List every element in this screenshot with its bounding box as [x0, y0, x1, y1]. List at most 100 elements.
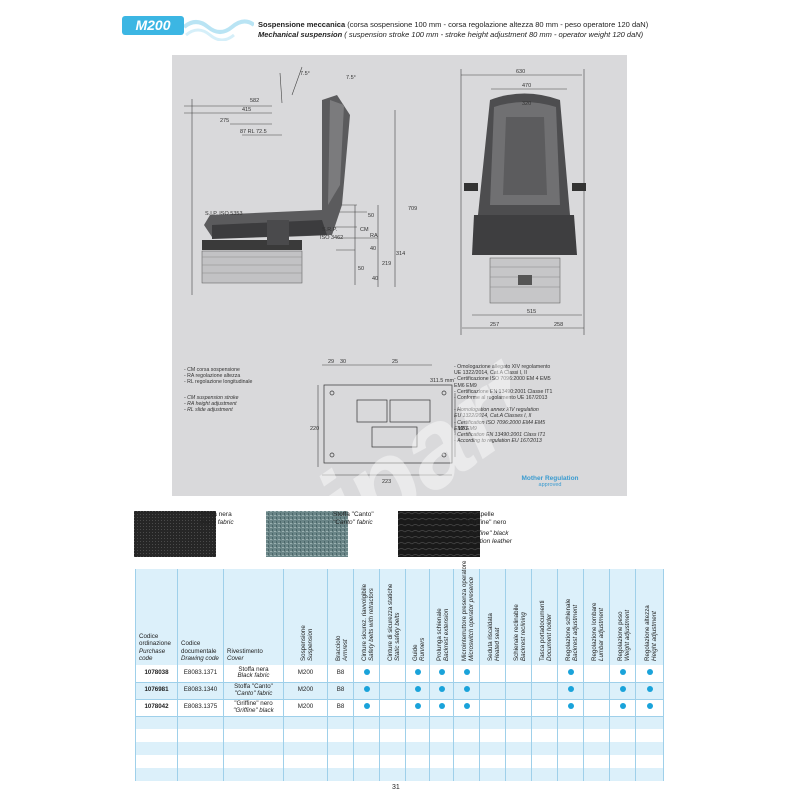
feature-cell: [453, 682, 480, 700]
feature-dot-icon: [438, 668, 445, 675]
col-label-it: Microinterruttore presenza operatore: [460, 560, 468, 661]
col-label-en: Static safety belts: [393, 612, 401, 662]
table-row: 1076981 E8083.1340 Stoffa "Canto""Canto"…: [135, 682, 664, 700]
col-label-en: Drawing code: [181, 654, 219, 662]
legend-italian: - CM corsa sospensione - RA regolazione …: [184, 367, 252, 386]
page-number: 31: [392, 784, 400, 791]
homologation-line: - Certificazione ISO 7096:2000 EM 4 EM5: [454, 376, 551, 383]
empty-row: [135, 768, 664, 781]
feature-cell: [557, 699, 584, 717]
homologation-line: - Certification ISO 7096:2000 EM4 EM5: [454, 419, 546, 426]
col-label-en: Height adjustment: [650, 611, 658, 661]
feature-cell: [583, 682, 610, 700]
feature-dot-icon: [463, 703, 470, 710]
feature-cell: [453, 699, 480, 717]
feature-dot-icon: [414, 686, 421, 693]
col-document-holder: Tasca portadocumenti Document holder: [531, 569, 558, 665]
feature-dot-icon: [567, 703, 574, 710]
suspension-cell: M200: [283, 682, 328, 700]
griffine-leather-swatch: [398, 511, 480, 557]
feature-cell: [583, 665, 610, 683]
col-cover: Rivestimento Cover: [223, 569, 284, 665]
feature-cell: [479, 699, 506, 717]
feature-dot-icon: [646, 703, 653, 710]
feature-cell: [505, 665, 532, 683]
feature-cell: [635, 699, 664, 717]
homologation-line: EM6 EM9: [454, 425, 477, 432]
dim-angle-right: 7.5°: [346, 75, 356, 81]
fabric-name-en: "Griffine" black: [466, 530, 509, 537]
fabric-name-en: Black fabric: [200, 519, 234, 526]
armrest-cell: B8: [327, 682, 354, 700]
dim-cm: CM: [360, 227, 369, 233]
dim-314: 314: [396, 251, 405, 257]
dim-iso3462: ISO 3462: [320, 235, 343, 241]
col-label-it: Regolazione lombare: [590, 602, 598, 661]
seat-side-view: [201, 95, 350, 284]
col-label-en: Cover: [227, 654, 244, 662]
dim-582: 582: [250, 98, 259, 104]
canto-fabric-swatch: [266, 511, 348, 557]
feature-dot-icon: [646, 668, 653, 675]
cover-cell: "Griffine" nero"Griffine" black: [223, 699, 284, 717]
technical-drawing: 7.5° 7.5° 582 415 275 87 RL 72.5 S.I.P. …: [184, 66, 586, 485]
col-armrest: Bracciolo Armrest: [327, 569, 354, 665]
fabric-name-it: Fintapelle: [466, 511, 495, 518]
feature-cell: [609, 665, 636, 683]
legend-line: - CM corsa sospensione: [184, 367, 240, 373]
feature-cell: [635, 682, 664, 700]
homologation-line: - Certification EN 13490:2001 Class IT1: [454, 432, 546, 439]
homologation-line: EU 1322/2014, Cat.A Classes I, II: [454, 413, 532, 420]
feature-cell: [353, 682, 380, 700]
feature-dot-icon: [363, 668, 370, 675]
feature-cell: [429, 665, 454, 683]
dim-srp: S.R.P.: [322, 227, 338, 233]
feature-cell: [453, 665, 480, 683]
feature-cell: [405, 682, 430, 700]
col-backrest-extension: Prolunga schienale Backrest extension: [429, 569, 454, 665]
feature-dot-icon: [619, 686, 626, 693]
dim-120: 120: [458, 426, 467, 432]
homologation-line: UE 1322/2014, Cat.A Classi I, II: [454, 370, 527, 377]
dim-223: 223: [382, 479, 391, 485]
armrest-cell: B8: [327, 665, 354, 683]
header-italian: Sospensione meccanica (corsa sospensione…: [258, 20, 648, 29]
mother-regulation-sub: approved: [538, 482, 562, 488]
seat-base-plate: [323, 384, 453, 464]
feature-cell: [583, 699, 610, 717]
feature-cell: [353, 665, 380, 683]
col-label-en: Heated seat: [493, 627, 501, 661]
feature-dot-icon: [363, 703, 370, 710]
dim-220: 220: [310, 426, 319, 432]
feature-dot-icon: [567, 686, 574, 693]
empty-row: [135, 755, 664, 768]
dim-30: 30: [340, 359, 346, 365]
feature-dot-icon: [463, 686, 470, 693]
dim-sip: S.I.P. ISO 5353: [205, 211, 243, 217]
legend-line: - CM suspension stroke: [184, 395, 239, 401]
legend-line: - RA regolazione altezza: [184, 373, 241, 380]
col-height-adjustment: Regolazione altezza Height adjustment: [635, 569, 664, 665]
col-label-it: Schienale reclinabile: [512, 604, 520, 661]
dim-320: 320: [522, 101, 531, 107]
col-backrest-reclining: Schienale reclinabile Backrest reclining: [505, 569, 532, 665]
col-label-en: Backrest reclining: [519, 612, 527, 661]
dim-470: 470: [522, 83, 531, 89]
suspension-cell: M200: [283, 699, 328, 717]
dim-ra: RA: [370, 233, 378, 239]
col-runners: Guide Runners: [405, 569, 430, 665]
col-label-it: Seduta riscaldata: [486, 613, 494, 661]
feature-cell: [609, 682, 636, 700]
legend-line: - RA height adjustment: [184, 401, 237, 408]
cover-it: "Griffine" nero: [234, 699, 273, 707]
feature-cell: [557, 682, 584, 700]
fabric-name-it: Stoffa nera: [200, 511, 232, 518]
dim-40-bottom: 40: [372, 276, 378, 282]
feature-dot-icon: [619, 703, 626, 710]
table-header-row: Codice ordinazione Purchase code Codice …: [135, 561, 664, 665]
header-english-details: ( suspension stroke 100 mm - stroke heig…: [342, 30, 644, 39]
cover-it: Stoffa "Canto": [234, 682, 273, 690]
feature-dot-icon: [567, 668, 574, 675]
fabric-label-black: Stoffa nera Black fabric: [200, 511, 234, 527]
col-label-it: Cinture di sicurezza statiche: [386, 583, 394, 661]
